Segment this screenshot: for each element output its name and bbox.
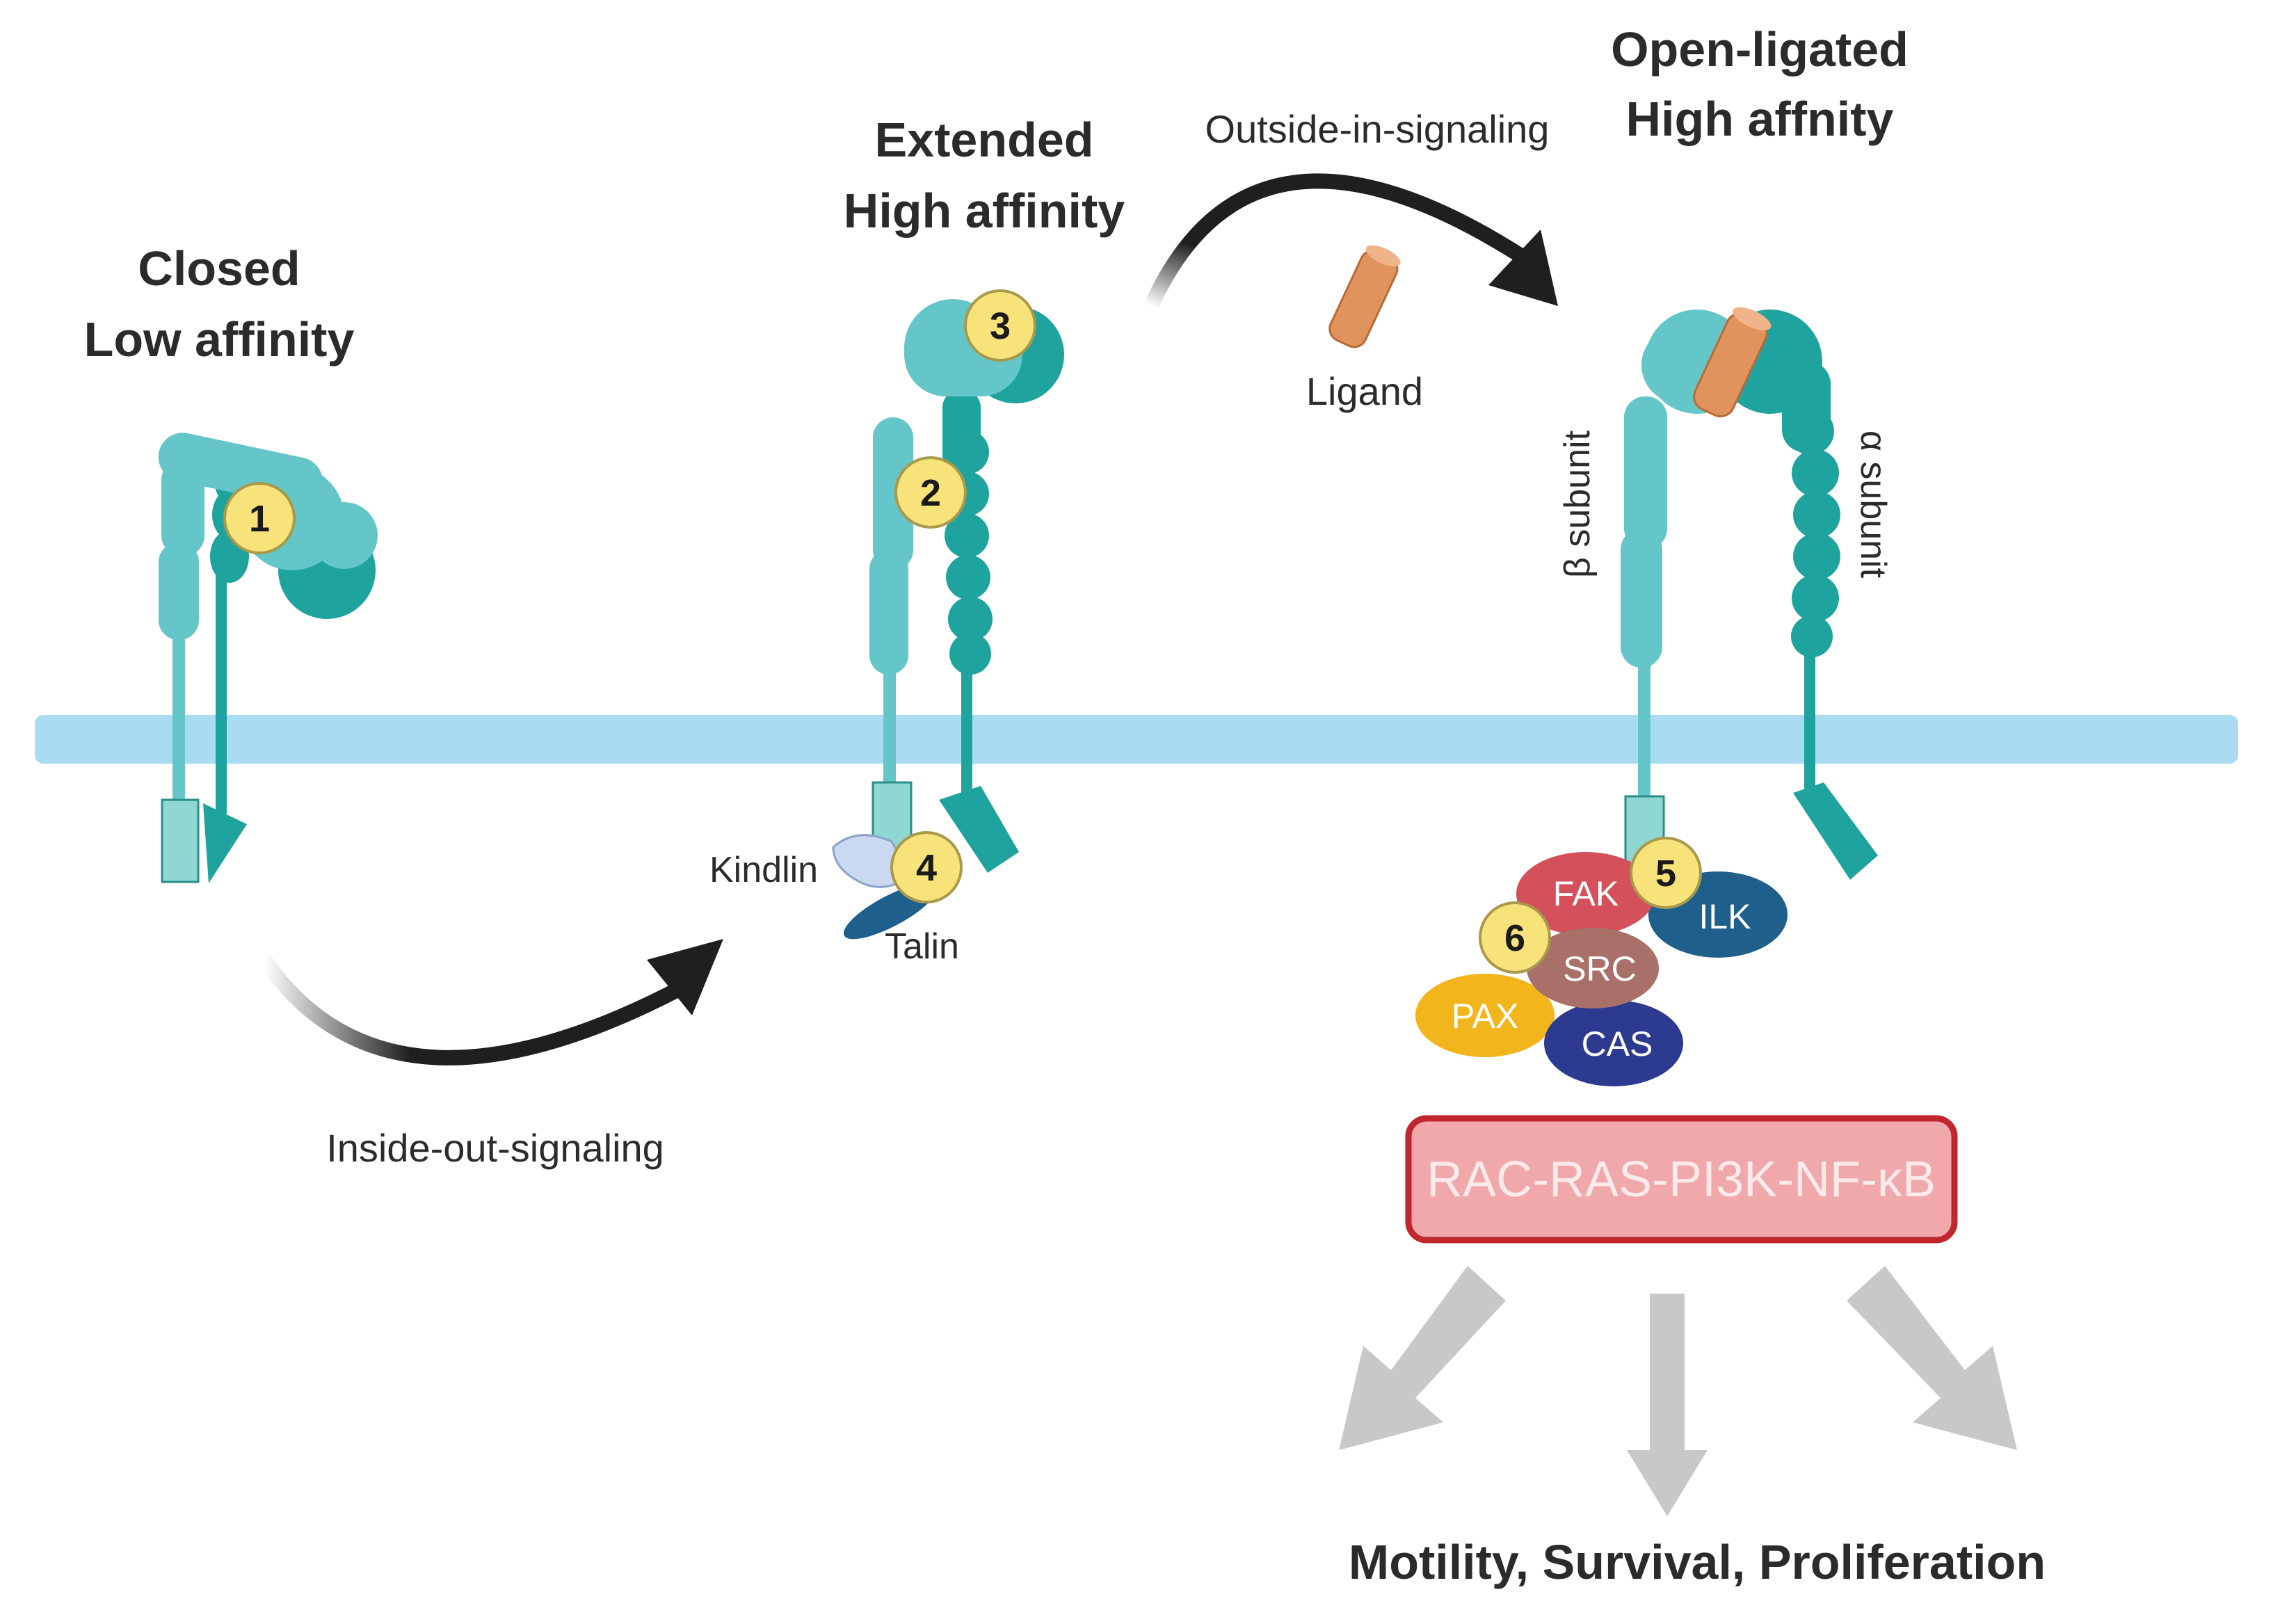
kindlin-label: Kindlin — [709, 850, 818, 890]
marker-5: 5 — [1630, 837, 1702, 909]
cell-membrane — [35, 715, 2238, 764]
marker-2: 2 — [894, 456, 967, 529]
extended-title-line1: Extended — [874, 113, 1093, 167]
outside-in-label: Outside-in-signaling — [1205, 107, 1550, 151]
beta-subunit-label: β subunit — [1557, 430, 1598, 578]
marker-1: 1 — [223, 482, 296, 554]
bound-ligand — [1693, 307, 1772, 418]
output-arrow-right — [1847, 1266, 2017, 1450]
outcome-label: Motility, Survival, Proliferation — [1349, 1535, 2046, 1589]
src-label: SRC — [1563, 949, 1637, 988]
alpha-subunit-label: α subunit — [1853, 431, 1893, 579]
ilk-label: ILK — [1698, 897, 1751, 936]
svg-text:6: 6 — [1504, 917, 1525, 959]
signaling-complex: FAK ILK SRC PAX CAS — [1415, 852, 1788, 1086]
closed-title-line2: Low affinity — [84, 312, 355, 367]
marker-4: 4 — [890, 831, 963, 903]
inside-out-arrow — [257, 939, 723, 1066]
output-arrows — [1339, 1266, 2017, 1516]
cas-label: CAS — [1582, 1024, 1653, 1063]
open-title-line1: Open-ligated — [1611, 22, 1909, 77]
svg-text:2: 2 — [920, 472, 941, 514]
pax-label: PAX — [1452, 997, 1518, 1036]
pathway-label: RAC-RAS-PI3K-NF-κB — [1427, 1152, 1936, 1207]
pax-protein — [1415, 974, 1555, 1057]
svg-text:3: 3 — [990, 305, 1011, 347]
fak-protein — [1516, 852, 1655, 935]
fak-label: FAK — [1553, 874, 1619, 913]
svg-text:5: 5 — [1655, 853, 1676, 894]
beta-subunit-closed — [158, 433, 378, 814]
marker-6: 6 — [1479, 901, 1551, 974]
extended-title-line2: High affinity — [844, 184, 1125, 238]
pathway-box: RAC-RAS-PI3K-NF-κB — [1405, 1115, 1958, 1244]
cas-protein — [1544, 1000, 1683, 1086]
integrin-closed — [158, 433, 378, 883]
open-title-line2: High affnity — [1626, 92, 1894, 146]
outside-in-arrow — [1143, 173, 1558, 314]
talin-label: Talin — [885, 926, 959, 967]
output-arrow-left — [1339, 1266, 1506, 1450]
beta-tail-closed — [161, 798, 200, 883]
output-arrow-center — [1627, 1294, 1708, 1516]
alpha-subunit-open — [1718, 309, 1878, 880]
ligand-label: Ligand — [1306, 369, 1423, 413]
closed-title-line1: Closed — [138, 241, 300, 296]
svg-text:4: 4 — [916, 847, 937, 889]
marker-3: 3 — [964, 289, 1036, 362]
svg-text:1: 1 — [249, 498, 270, 540]
src-protein — [1527, 928, 1659, 1008]
inside-out-label: Inside-out-signaling — [326, 1126, 664, 1170]
free-ligand — [1328, 245, 1401, 348]
integrin-open — [1621, 307, 1878, 880]
